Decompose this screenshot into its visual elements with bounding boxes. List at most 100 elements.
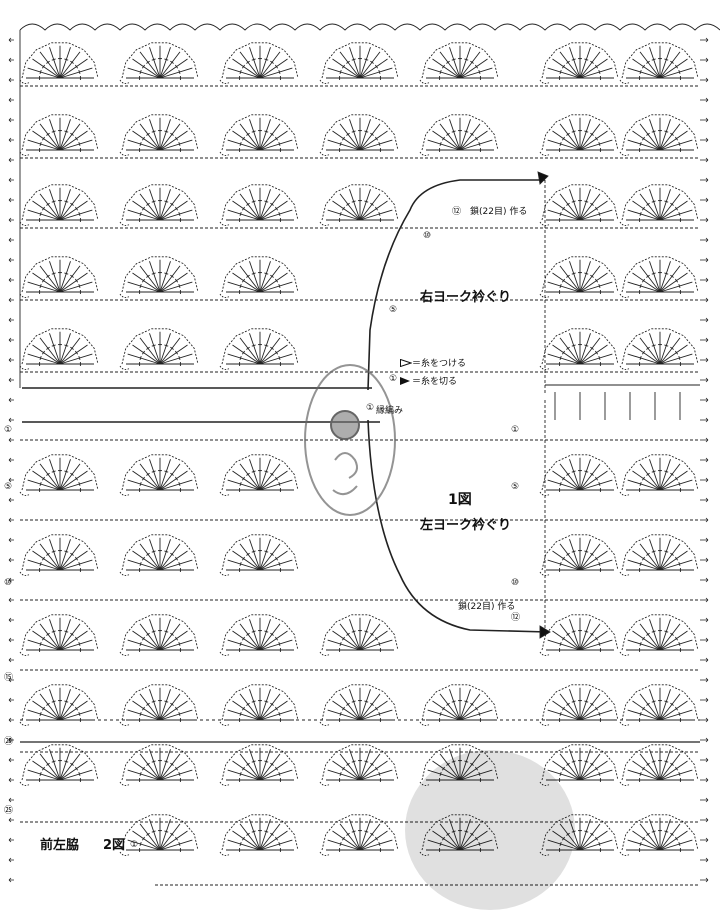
row-direction-arrow — [8, 497, 14, 503]
row-mark: ⑩ — [511, 578, 520, 588]
row-direction-arrow — [8, 557, 14, 563]
row-direction-arrow — [8, 677, 14, 683]
row-direction-arrow — [700, 797, 709, 803]
shell-motif — [19, 684, 99, 727]
lower-section — [19, 392, 700, 727]
row-direction-arrow — [700, 677, 709, 683]
shell-motif — [19, 256, 99, 299]
shell-motif — [19, 184, 99, 227]
shell-motif — [219, 328, 299, 371]
shell-motif — [319, 744, 399, 787]
shell-motif — [219, 42, 299, 85]
upper-section-title: 右ヨーク衿ぐり — [420, 290, 512, 305]
shell-motif — [539, 744, 619, 787]
row-direction-arrow — [700, 337, 709, 343]
row-direction-arrow — [8, 217, 14, 223]
row-mark: ① — [389, 374, 398, 384]
row-direction-arrow — [700, 617, 709, 623]
shell-motif — [539, 184, 619, 227]
shell-motif — [539, 256, 619, 299]
row-direction-arrow — [8, 877, 14, 883]
row-direction-arrow — [700, 457, 709, 463]
shell-motif — [19, 454, 99, 497]
legend-attach-text: ＝糸をつける — [412, 359, 467, 369]
watermark-seal — [304, 364, 396, 516]
row-direction-arrow — [8, 357, 14, 363]
shell-motif — [119, 256, 199, 299]
shell-motif — [319, 114, 399, 157]
shell-motif — [419, 814, 499, 857]
row-direction-arrow — [8, 817, 14, 823]
shell-motif — [619, 744, 699, 787]
lower-section-title: 左ヨーク衿ぐり — [420, 518, 512, 533]
row-direction-arrow — [8, 337, 14, 343]
row-direction-arrow — [8, 237, 14, 243]
shell-motif — [219, 614, 299, 657]
row-direction-arrow — [8, 297, 14, 303]
shell-motif — [539, 814, 619, 857]
row-direction-arrow — [8, 657, 14, 663]
row-mark: ⑤ — [389, 305, 398, 315]
row-direction-arrow — [700, 877, 709, 883]
row-mark: ① — [511, 425, 520, 435]
shell-motif — [119, 744, 199, 787]
shell-motif — [319, 184, 399, 227]
shell-motif — [539, 42, 619, 85]
shell-motif — [419, 42, 499, 85]
row-direction-arrow — [8, 417, 14, 423]
row-mark: ⑤ — [4, 482, 13, 492]
shell-motif — [619, 684, 699, 727]
shell-motif — [219, 454, 299, 497]
row-direction-arrow — [700, 417, 709, 423]
row-direction-arrow — [700, 37, 709, 43]
row-direction-arrow — [8, 737, 14, 743]
row-direction-arrow — [700, 717, 709, 723]
row-mark: ⑫ — [511, 613, 521, 623]
upper-neckline — [367, 179, 545, 391]
row-mark: ⑩ — [4, 578, 13, 588]
row-direction-arrow — [700, 377, 709, 383]
row-direction-arrow — [700, 117, 709, 123]
shell-motif — [619, 328, 699, 371]
row-direction-arrow — [8, 777, 14, 783]
row-direction-arrow — [700, 577, 709, 583]
shell-motif — [619, 454, 699, 497]
shell-motif — [19, 328, 99, 371]
row-direction-arrow — [8, 77, 14, 83]
legend-cut: ＝糸を切る — [400, 374, 457, 387]
row-direction-arrow — [700, 657, 709, 663]
shell-motif — [539, 534, 619, 577]
edge-label: 縁編み — [376, 406, 404, 416]
row-direction-arrow — [8, 537, 14, 543]
shell-motif — [119, 614, 199, 657]
row-direction-arrow — [8, 137, 14, 143]
row-mark: ① — [366, 403, 375, 413]
row-direction-arrow — [700, 177, 709, 183]
shell-motif — [119, 534, 199, 577]
shell-motif — [419, 684, 499, 727]
row-direction-arrow — [700, 497, 709, 503]
row-direction-arrow — [700, 237, 709, 243]
shell-motif — [119, 684, 199, 727]
row-direction-arrow — [8, 797, 14, 803]
row-direction-arrow — [8, 257, 14, 263]
row-direction-arrow — [700, 837, 709, 843]
shell-motif — [619, 614, 699, 657]
shell-motif — [19, 114, 99, 157]
row-direction-arrow — [700, 57, 709, 63]
row-direction-arrow — [700, 157, 709, 163]
row-direction-arrow — [700, 557, 709, 563]
figure-2-label: 2図 — [103, 838, 126, 853]
row-direction-arrow — [8, 117, 14, 123]
shadow-area — [405, 750, 575, 910]
row-mark: ① — [4, 425, 13, 435]
shell-motif — [319, 814, 399, 857]
shell-motif — [119, 814, 199, 857]
cut-marker-icon — [537, 171, 549, 185]
cut-marker-icon — [539, 625, 551, 639]
row-mark: ⑮ — [4, 673, 14, 683]
shell-motif — [119, 184, 199, 227]
shell-motif — [119, 114, 199, 157]
open-triangle-icon — [400, 358, 412, 367]
shell-motif — [419, 744, 499, 787]
